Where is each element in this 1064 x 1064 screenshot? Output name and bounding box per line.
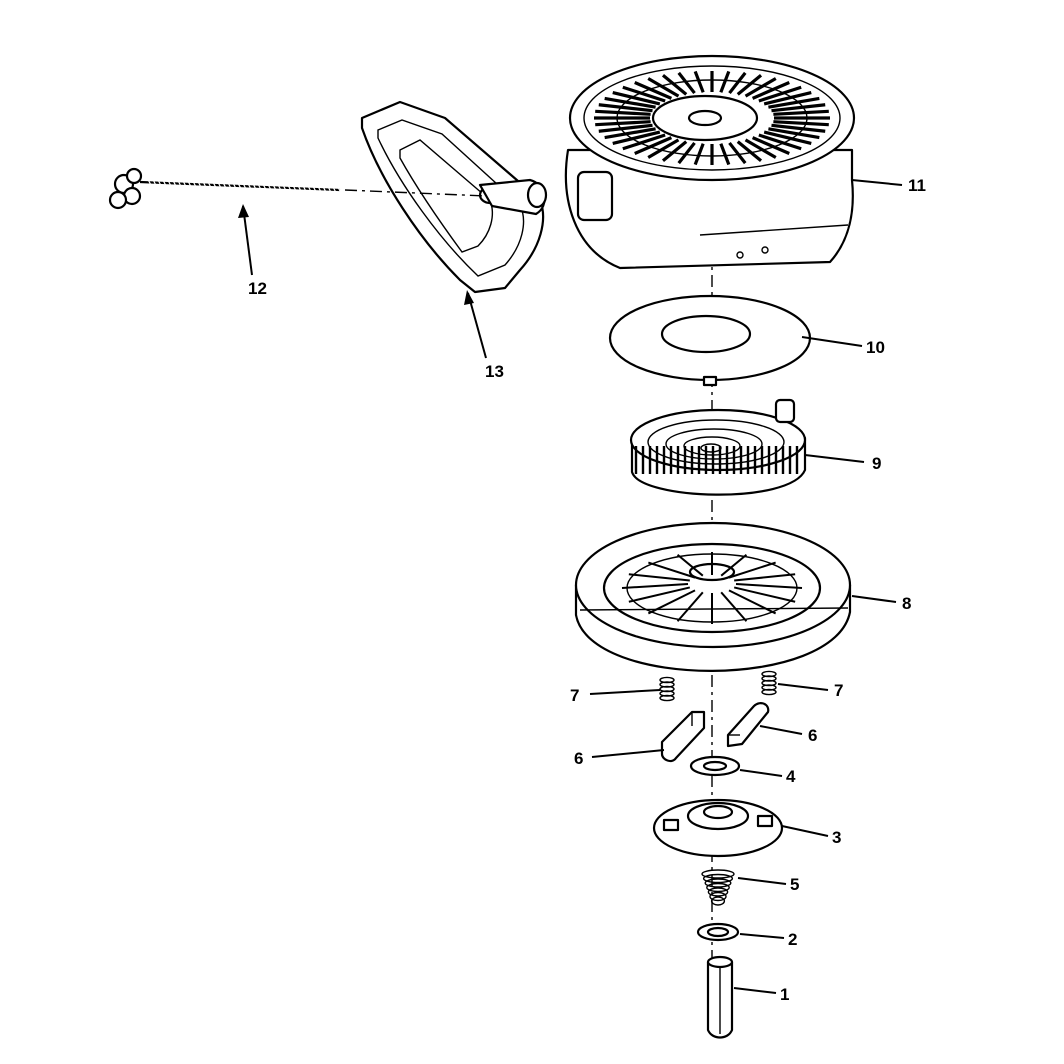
roll-pin (706, 955, 734, 1039)
starter-handle (360, 100, 548, 294)
dog-right (726, 702, 770, 748)
dog-spring-right (761, 670, 777, 696)
label-4: 4 (786, 767, 796, 786)
label-10: 10 (866, 338, 885, 357)
label-9: 9 (872, 454, 881, 473)
label-2: 2 (788, 930, 797, 949)
label-11: 11 (908, 176, 926, 195)
pulley (574, 521, 852, 672)
label-7-right: 7 (834, 681, 843, 700)
label-5: 5 (790, 875, 799, 894)
label-13: 13 (485, 362, 504, 381)
washer-small (689, 755, 741, 777)
starter-housing (564, 54, 856, 270)
starter-rope (108, 167, 487, 210)
brake-spring (701, 869, 735, 906)
spring-cover (608, 294, 812, 387)
dog-left (660, 710, 706, 763)
leader-lines (238, 179, 903, 994)
label-1: 1 (780, 985, 789, 1004)
label-8: 8 (902, 594, 911, 613)
label-7-left: 7 (570, 686, 579, 705)
rewind-spring (629, 398, 807, 496)
label-6-right: 6 (808, 726, 817, 745)
label-3: 3 (832, 828, 841, 847)
label-6-left: 6 (574, 749, 583, 768)
label-12: 12 (248, 279, 267, 298)
retainer (652, 798, 784, 858)
dog-spring-left (659, 676, 675, 702)
washer (696, 922, 740, 942)
